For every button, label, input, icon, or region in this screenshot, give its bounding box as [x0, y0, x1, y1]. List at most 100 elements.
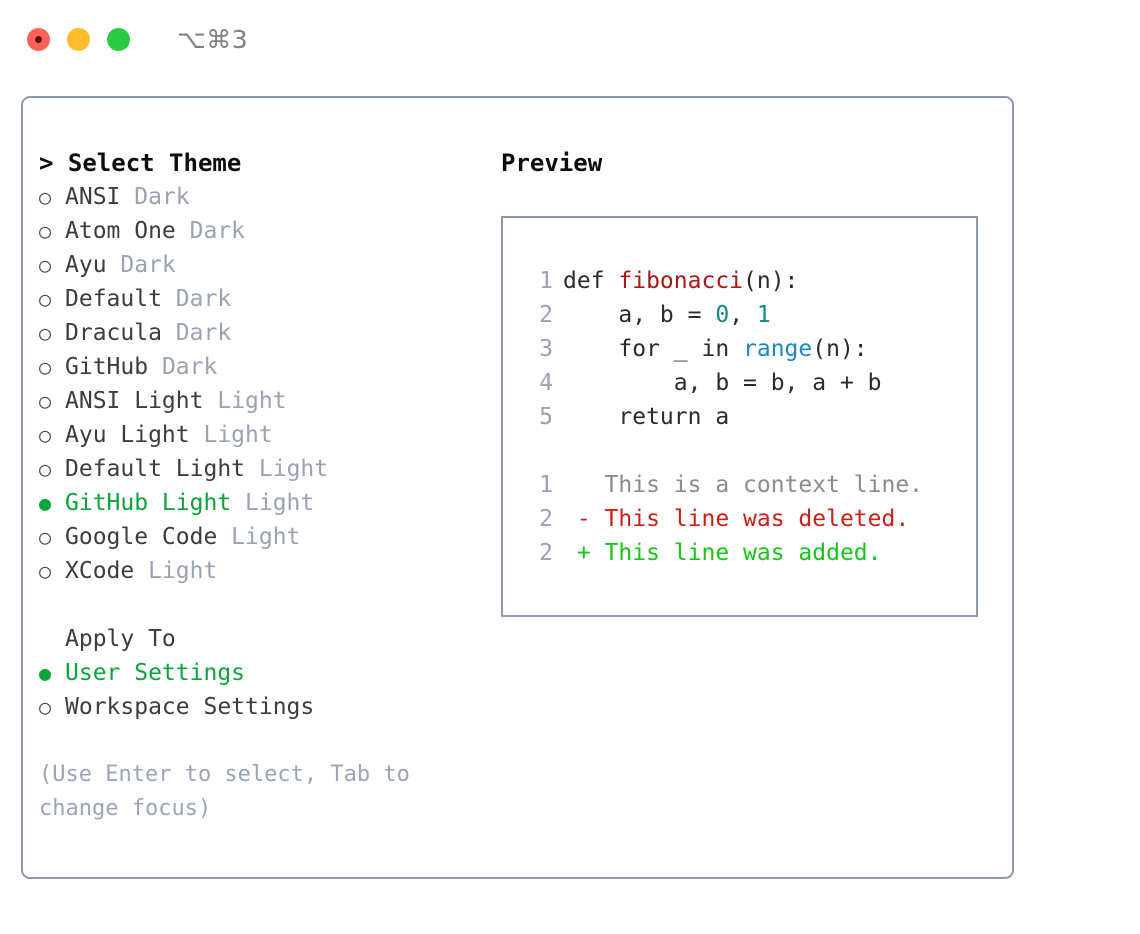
theme-option-row[interactable]: ○ Default Light Light [39, 452, 501, 486]
preview-heading: Preview [501, 149, 603, 177]
radio-unselected-icon[interactable]: ○ [39, 253, 52, 277]
code-token-plain: for _ in [563, 336, 744, 362]
radio-unselected-icon[interactable]: ○ [39, 389, 52, 413]
radio-unselected-icon[interactable]: ○ [39, 185, 52, 209]
theme-option-row[interactable]: ○ Default Dark [39, 282, 501, 316]
theme-option-row[interactable]: ○ Dracula Dark [39, 316, 501, 350]
theme-option-name: ANSI [65, 184, 135, 210]
radio-unselected-icon[interactable]: ○ [39, 321, 52, 345]
theme-option-row[interactable]: ○ Ayu Light Light [39, 418, 501, 452]
minimize-button[interactable] [67, 27, 90, 51]
theme-option-row[interactable]: ○ Ayu Dark [39, 248, 501, 282]
theme-option-kind: Light [258, 456, 329, 482]
theme-option-name: Dracula [65, 320, 176, 346]
code-token-call: range [743, 336, 813, 362]
code-token-plain: (n): [812, 336, 868, 362]
diff-line-text-del: - This line was deleted. [563, 506, 910, 532]
close-button[interactable] [27, 27, 50, 51]
theme-option-row[interactable]: ○XCode Light [39, 554, 501, 588]
apply-to-option-name: Workspace Settings [65, 694, 315, 720]
theme-option-name: Ayu [65, 252, 121, 278]
theme-option-kind: Light [217, 388, 287, 414]
radio-selected-icon[interactable]: ● [39, 491, 52, 515]
theme-option-kind: Dark [120, 252, 176, 278]
code-token-num: 0 [715, 302, 730, 328]
theme-option-row[interactable]: ○ ANSI Dark [39, 180, 501, 214]
main-panel: > Select Theme ○ANSI Dark○Atom One Dark○… [21, 96, 1014, 879]
code-line-number: 2 [539, 302, 553, 328]
apply-to-heading: Apply To [65, 626, 176, 652]
keyboard-shortcut-label: ⌥⌘3 [177, 24, 249, 54]
theme-option-row[interactable]: ○ Atom One Dark [39, 214, 501, 248]
apply-to-option-row[interactable]: ○ Workspace Settings [39, 690, 501, 724]
code-token-plain: a, b = [563, 302, 716, 328]
diff-line-text-add: + This line was added. [563, 540, 882, 566]
radio-unselected-icon[interactable]: ○ [39, 219, 52, 243]
theme-option-kind: Dark [161, 354, 218, 380]
diff-line: 1 This is a context line. [515, 468, 976, 502]
code-line-text: def fibonacci(n): [553, 264, 798, 298]
theme-option-kind: Light [203, 422, 273, 448]
theme-option-row[interactable]: ○ GitHub Dark [39, 350, 501, 384]
code-line-text: for _ in range(n): [553, 332, 868, 366]
theme-option-name: Default Light [65, 456, 259, 482]
code-token-plain: def [563, 268, 619, 294]
diff-line-text-ctx: This is a context line. [563, 472, 924, 498]
theme-option-name: Atom One [65, 218, 190, 244]
apply-to-heading-bullet-placeholder: ○ [39, 622, 65, 656]
titlebar: ⌥⌘3 [0, 0, 1140, 78]
theme-option-kind: Dark [175, 286, 232, 312]
radio-unselected-icon[interactable]: ○ [39, 559, 52, 583]
code-line-text: a, b = b, a + b [553, 366, 882, 400]
code-token-fn: fibonacci [618, 268, 744, 294]
diff-lines: 1 This is a context line. 2 - This line w… [515, 468, 976, 570]
theme-option-name: Default [65, 286, 176, 312]
maximize-button[interactable] [107, 27, 130, 51]
theme-option-row[interactable]: ○ ANSI Light Light [39, 384, 501, 418]
select-theme-heading: > Select Theme [39, 149, 242, 177]
theme-option-name: ANSI Light [65, 388, 218, 414]
theme-option-name: GitHub Light [65, 490, 246, 516]
radio-unselected-icon[interactable]: ○ [39, 695, 52, 719]
radio-selected-icon[interactable]: ● [39, 661, 52, 685]
code-token-plain: return a [563, 404, 730, 430]
code-line-number: 4 [539, 370, 553, 396]
theme-list[interactable]: ○ ANSI Dark ○ Atom One Dark ○ Ayu Dark ○ Defaul… [39, 180, 501, 588]
theme-option-row[interactable]: ● GitHub Light Light [39, 486, 501, 520]
radio-unselected-icon[interactable]: ○ [39, 525, 52, 549]
theme-option-kind: Dark [189, 218, 246, 244]
code-line: 3 for _ in range(n): [515, 332, 976, 366]
code-token-num: 1 [756, 302, 771, 328]
theme-option-name: XCode [65, 558, 149, 584]
diff-line-number: 1 [539, 472, 553, 498]
theme-option-kind: Light [245, 490, 315, 516]
radio-unselected-icon[interactable]: ○ [39, 287, 52, 311]
theme-option-row[interactable]: ○Google Code Light [39, 520, 501, 554]
code-token-plain: (n): [743, 268, 799, 294]
theme-option-kind: Dark [175, 320, 232, 346]
apply-to-list[interactable]: ● User Settings ○ Workspace Settings [39, 656, 501, 724]
theme-option-name: GitHub [65, 354, 162, 380]
theme-option-name: Google Code [65, 524, 232, 550]
apply-to-option-name: User Settings [65, 660, 246, 686]
theme-option-kind: Dark [134, 184, 190, 210]
code-token-plain: a, b = b, a + b [563, 370, 882, 396]
apply-to-heading-row: ○ Apply To [39, 622, 501, 656]
code-line: 5 return a [515, 400, 976, 434]
theme-option-name: Ayu Light [65, 422, 204, 448]
apply-to-option-row[interactable]: ● User Settings [39, 656, 501, 690]
code-line-text: a, b = 0, 1 [553, 298, 771, 332]
radio-unselected-icon[interactable]: ○ [39, 423, 52, 447]
radio-unselected-icon[interactable]: ○ [39, 457, 52, 481]
radio-unselected-icon[interactable]: ○ [39, 355, 52, 379]
diff-line-number: 2 [539, 506, 553, 532]
code-line: 4 a, b = b, a + b [515, 366, 976, 400]
diff-line: 2 + This line was added. [515, 536, 976, 570]
window-controls [27, 27, 130, 51]
